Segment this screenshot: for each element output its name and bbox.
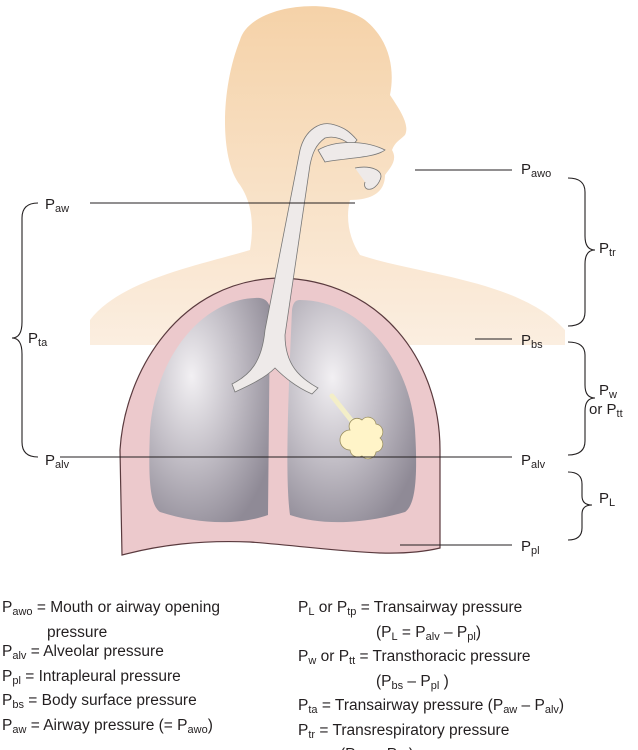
brace-pw xyxy=(567,341,596,456)
legend-formula: (Palv – Pbs) xyxy=(298,745,564,750)
label-palv-left: Palv xyxy=(45,452,70,471)
legend-formula: (Pbs – Ppl ) xyxy=(376,672,449,692)
head-silhouette xyxy=(90,6,565,345)
airway xyxy=(231,123,358,395)
label-ptr: Ptr xyxy=(599,240,616,259)
legend-left: Pawo = Mouth or airway opening pressure … xyxy=(2,598,220,740)
legend-item: Pawo = Mouth or airway opening xyxy=(2,599,220,618)
bronchiole xyxy=(329,393,358,428)
brace-pl xyxy=(567,471,593,541)
anatomy-illustration xyxy=(11,6,596,556)
label-pawo: Pawo xyxy=(521,161,552,180)
legend-item: Ppl = Intrapleural pressure xyxy=(2,667,181,687)
label-paw: Paw xyxy=(45,196,70,215)
label-pl-transpulmonary: PL xyxy=(599,490,616,509)
brace-pta xyxy=(11,202,39,458)
legend-item: Pbs = Body surface pressure xyxy=(2,692,197,711)
legend-right: PL or Ptp = Transairway pressure (PL = P… xyxy=(298,598,564,750)
legend-item: Pta = Transairway pressure (Paw – Palv) xyxy=(298,697,565,716)
leader-lines xyxy=(11,169,596,546)
oral-cavity xyxy=(317,142,386,190)
legend-item: Pw or Ptt = Transthoracic pressure xyxy=(298,648,531,667)
legend-formula: (PL = Palv – Ppl) xyxy=(376,623,482,643)
alveoli xyxy=(339,416,384,460)
right-lung xyxy=(287,300,417,523)
brace-ptr xyxy=(567,177,596,327)
left-lung xyxy=(149,297,270,523)
label-pw: Pw xyxy=(599,382,617,401)
legend-item: PL or Ptp = Transairway pressure xyxy=(298,599,523,618)
label-pta: Pta xyxy=(28,330,48,349)
label-ppl: Ppl xyxy=(521,538,540,557)
label-palv-right: Palv xyxy=(521,452,546,471)
label-or-ptt: or Ptt xyxy=(589,401,623,420)
legend-item: Ptr = Transrespiratory pressure xyxy=(298,721,510,741)
legend-item: Palv = Alveolar pressure xyxy=(2,643,164,662)
label-pbs: Pbs xyxy=(521,332,543,351)
legend-item-cont: pressure xyxy=(47,623,108,641)
legend-item: Paw = Airway pressure (= Pawo) xyxy=(2,716,213,736)
